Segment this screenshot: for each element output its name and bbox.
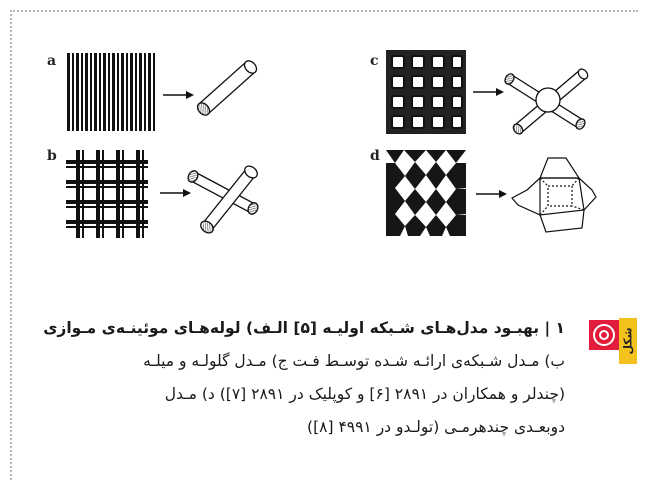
caption-line-4: دوبعـدی چندهرمـی (تولـدو در ۴۹۹۱ [۸]) [307, 418, 565, 436]
figure-badge: شکل [577, 318, 637, 364]
caption-line-2: ب) مـدل شـبکه‌ی ارائـه شـده توسـط فـت ج)… [143, 352, 565, 370]
panel-b-crossed-cylinders [187, 165, 259, 234]
badge-label-box: شکل [619, 318, 637, 364]
panel-b-arrow [160, 189, 191, 197]
panel-a-arrow [163, 91, 194, 99]
badge-label: شکل [621, 327, 635, 355]
panel-label-d: d [370, 148, 380, 164]
figure-caption: ۱ | بهبـود مدل‌هـای شـبکه اولیـه [۵] الـ… [40, 312, 565, 444]
caption-line-3: (چندلر و همکاران در ۲۸۹۱ [۶] و کوپلیک در… [164, 385, 565, 403]
panel-a-cylinder [196, 60, 258, 116]
panel-d-polyhedron [511, 157, 597, 233]
panel-b-lattice [66, 150, 148, 238]
figure-frame [10, 10, 638, 480]
panel-a-parallel-tubes [67, 53, 155, 131]
target-icon [589, 320, 619, 350]
panel-d-polyhedral-network [386, 150, 466, 236]
panel-label-b: b [47, 148, 57, 164]
panel-d-arrow [476, 190, 507, 198]
figure-illustration [66, 50, 597, 238]
panel-c-ball-stick-lattice [386, 50, 466, 134]
panel-c-arrow [473, 88, 504, 96]
panel-c-ball-and-stick [504, 68, 589, 135]
panel-label-a: a [47, 53, 57, 69]
caption-line-1: ۱ | بهبـود مدل‌هـای شـبکه اولیـه [۵] الـ… [43, 319, 565, 337]
panel-label-c: c [370, 53, 379, 69]
